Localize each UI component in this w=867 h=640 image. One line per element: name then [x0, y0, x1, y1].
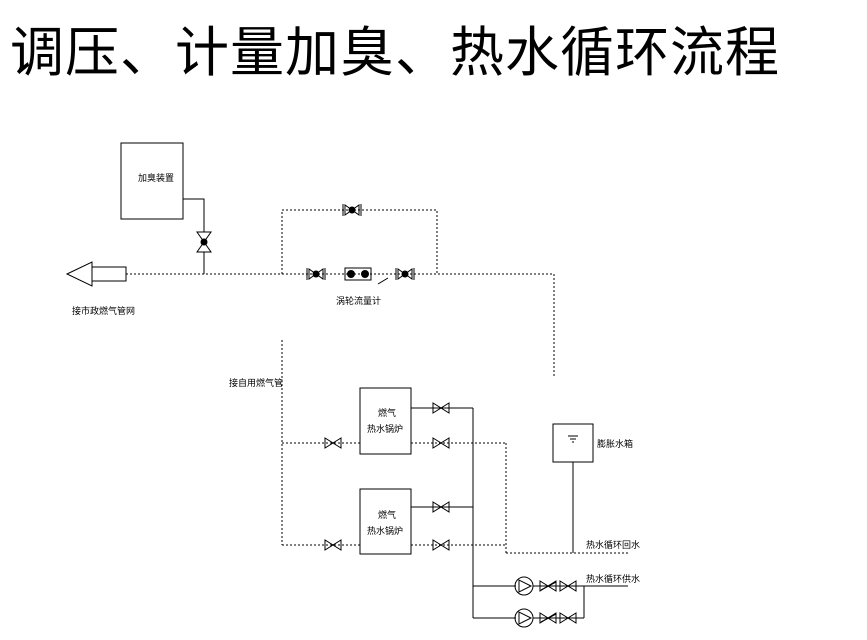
odorizer-label: 加臭装置 — [138, 172, 174, 184]
boiler-1 — [359, 387, 412, 455]
city-gas-network-label: 接市政燃气管网 — [72, 305, 135, 317]
boiler2-label-line2: 热水锅炉 — [367, 525, 403, 537]
boiler1-gas-valve — [324, 437, 342, 449]
odorizer-valve — [196, 231, 212, 253]
boiler1-label-line2: 热水锅炉 — [367, 423, 403, 435]
hot-water-supply-label: 热水循环供水 — [586, 573, 640, 585]
pump1-check-valve — [539, 580, 557, 592]
boiler1-label-line1: 燃气 — [378, 407, 396, 419]
expansion-tank-label: 膨胀水箱 — [597, 438, 633, 450]
pump-2-icon — [514, 608, 534, 628]
bypass-valve — [342, 204, 362, 216]
boiler-2 — [359, 488, 412, 555]
page-title: 调压、计量加臭、热水循环流程 — [10, 21, 780, 84]
self-use-gas-pipe-label: 接自用燃气管 — [229, 377, 283, 389]
pump2-valve — [559, 612, 577, 624]
flow-meter — [344, 267, 389, 285]
flow-meter-label: 涡轮流量计 — [336, 295, 381, 307]
arrow-left-icon — [65, 261, 127, 287]
pump2-check-valve — [539, 612, 557, 624]
meter-outlet-valve — [395, 268, 415, 280]
odorizer-pipe — [183, 198, 205, 232]
bypass-loop — [281, 209, 438, 274]
pump1-valve — [559, 580, 577, 592]
hot-water-return-label: 热水循环回水 — [586, 539, 640, 551]
pump-1-icon — [514, 576, 534, 596]
odorizer-box — [120, 142, 184, 220]
expansion-tank — [552, 423, 594, 463]
boiler2-label-line1: 燃气 — [378, 509, 396, 521]
boiler2-gas-valve — [324, 539, 342, 551]
meter-inlet-valve — [306, 268, 326, 280]
